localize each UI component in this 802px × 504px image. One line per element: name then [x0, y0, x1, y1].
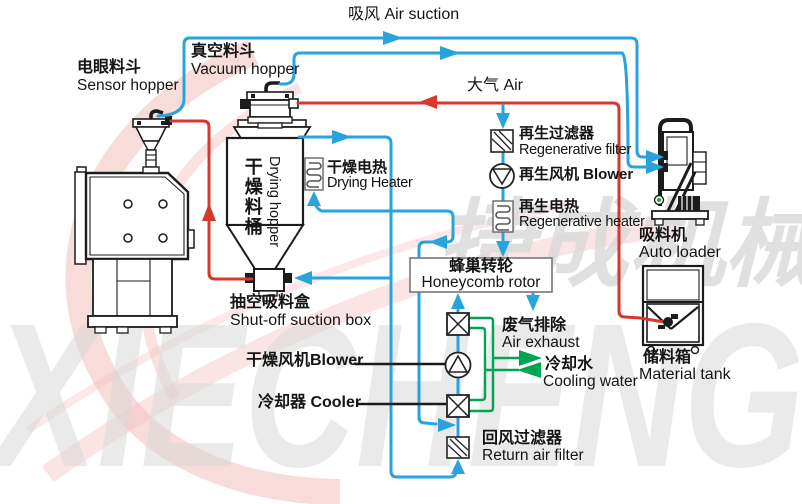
- label-atmosphere: 大气 Air: [467, 77, 524, 94]
- label-shutoff-en: Shut-off suction box: [230, 312, 372, 329]
- vacuum-hopper: [240, 81, 299, 129]
- label-return-filter-zh: 回风过滤器: [482, 430, 563, 447]
- arrow-atmosphere: [419, 95, 437, 109]
- label-sensor-hopper-en: Sensor hopper: [77, 77, 179, 94]
- cooler-icon: [446, 394, 470, 418]
- regenerative-blower-icon: [489, 163, 515, 189]
- heat-exchanger-top-icon: [446, 312, 470, 336]
- pipe-air-suction-1: [156, 36, 662, 159]
- label-dry-blower: 干燥风机Blower: [246, 352, 364, 369]
- drying-blower-icon: [444, 351, 472, 379]
- honeycomb-rotor-box: [409, 257, 553, 293]
- label-sensor-hopper-zh: 电眼料斗: [77, 59, 142, 76]
- label-vacuum-hopper-zh: 真空料斗: [191, 43, 256, 60]
- auto-loader: [651, 118, 709, 226]
- tank-valve-icon: [658, 314, 678, 329]
- arrow-exhaust: [526, 295, 540, 311]
- label-shutoff-zh: 抽空吸料盒: [230, 294, 311, 311]
- arrow-into-regen-filter: [496, 113, 510, 129]
- loader-valve-indicator: [657, 198, 661, 202]
- arrow-into-return-filter: [451, 459, 465, 474]
- label-regen-filter-zh: 再生过滤器: [519, 125, 595, 142]
- label-drying-heater-zh: 干燥电热: [327, 159, 388, 176]
- return-air-filter-icon: [446, 436, 470, 459]
- molding-machine: [74, 166, 195, 334]
- label-cooling-water-zh: 冷却水: [545, 356, 594, 373]
- pipe-return-air: [297, 135, 458, 479]
- label-honeycomb-en: Honeycomb rotor: [421, 274, 541, 291]
- label-drying-heater-en: Drying Heater: [327, 175, 413, 191]
- arrow-into-shutoff: [294, 271, 312, 285]
- label-air-exhaust-en: Air exhaust: [502, 334, 580, 351]
- material-tank: [641, 264, 705, 355]
- label-honeycomb-zh: 蜂巢转轮: [448, 258, 513, 275]
- arrow-suction2: [440, 46, 460, 60]
- arrow-cooling-in: [517, 362, 541, 378]
- arrow-into-drying-heater: [307, 191, 321, 206]
- arrow-into-rotor-top: [496, 241, 510, 257]
- arrow-cooling-out: [519, 350, 542, 366]
- label-material-tank-en: Material tank: [639, 366, 731, 383]
- arrow-material-up: [202, 203, 216, 221]
- label-air-exhaust-zh: 废气排除: [502, 317, 567, 334]
- label-regen-heater-zh: 再生电热: [519, 198, 580, 215]
- arrow-junction-right: [438, 418, 456, 432]
- label-material-tank-zh: 储料箱: [643, 349, 692, 366]
- label-auto-loader-en: Auto loader: [639, 244, 721, 261]
- label-auto-loader-zh: 吸料机: [639, 227, 688, 244]
- label-air-suction: 吸风 Air suction: [348, 6, 460, 23]
- arrow-rotor-left: [429, 235, 447, 249]
- pipe-process-loop: [312, 194, 455, 426]
- label-cooling-water-en: Cooling water: [543, 373, 638, 390]
- label-regen-blower: 再生风机 Blower: [519, 166, 634, 183]
- flow-arrows: [202, 31, 664, 474]
- sensor-hopper: [132, 109, 172, 174]
- label-return-filter-en: Return air filter: [482, 447, 584, 464]
- pipe-cooling-water: [469, 316, 521, 413]
- label-drying-hopper-en: Drying hopper: [266, 156, 283, 248]
- arrow-loader-upper: [646, 150, 664, 164]
- watermark-swoosh-diagonal: [42, 216, 682, 483]
- label-vacuum-hopper-en: Vacuum hopper: [191, 61, 300, 78]
- pipe-air-suction-2: [278, 51, 662, 169]
- label-drying-hopper-zh: 干燥料桶: [242, 157, 263, 237]
- arrow-suction1: [383, 31, 403, 45]
- label-regen-filter-en: Regenerative filter: [519, 142, 631, 158]
- label-regen-heater-en: Regenerative heater: [519, 214, 645, 230]
- pipe-atmosphere: [296, 101, 666, 324]
- pipe-material-to-machine: [169, 119, 254, 281]
- drying-heater-icon: [304, 157, 324, 191]
- arrow-loader-lower: [646, 160, 664, 174]
- regenerative-heater-icon: [492, 200, 514, 233]
- label-cooler: 冷却器 Cooler: [258, 394, 362, 411]
- arrow-into-rotor-bottom: [451, 293, 465, 309]
- arrow-hopper-exit: [332, 130, 352, 144]
- regenerative-filter-icon: [490, 129, 514, 153]
